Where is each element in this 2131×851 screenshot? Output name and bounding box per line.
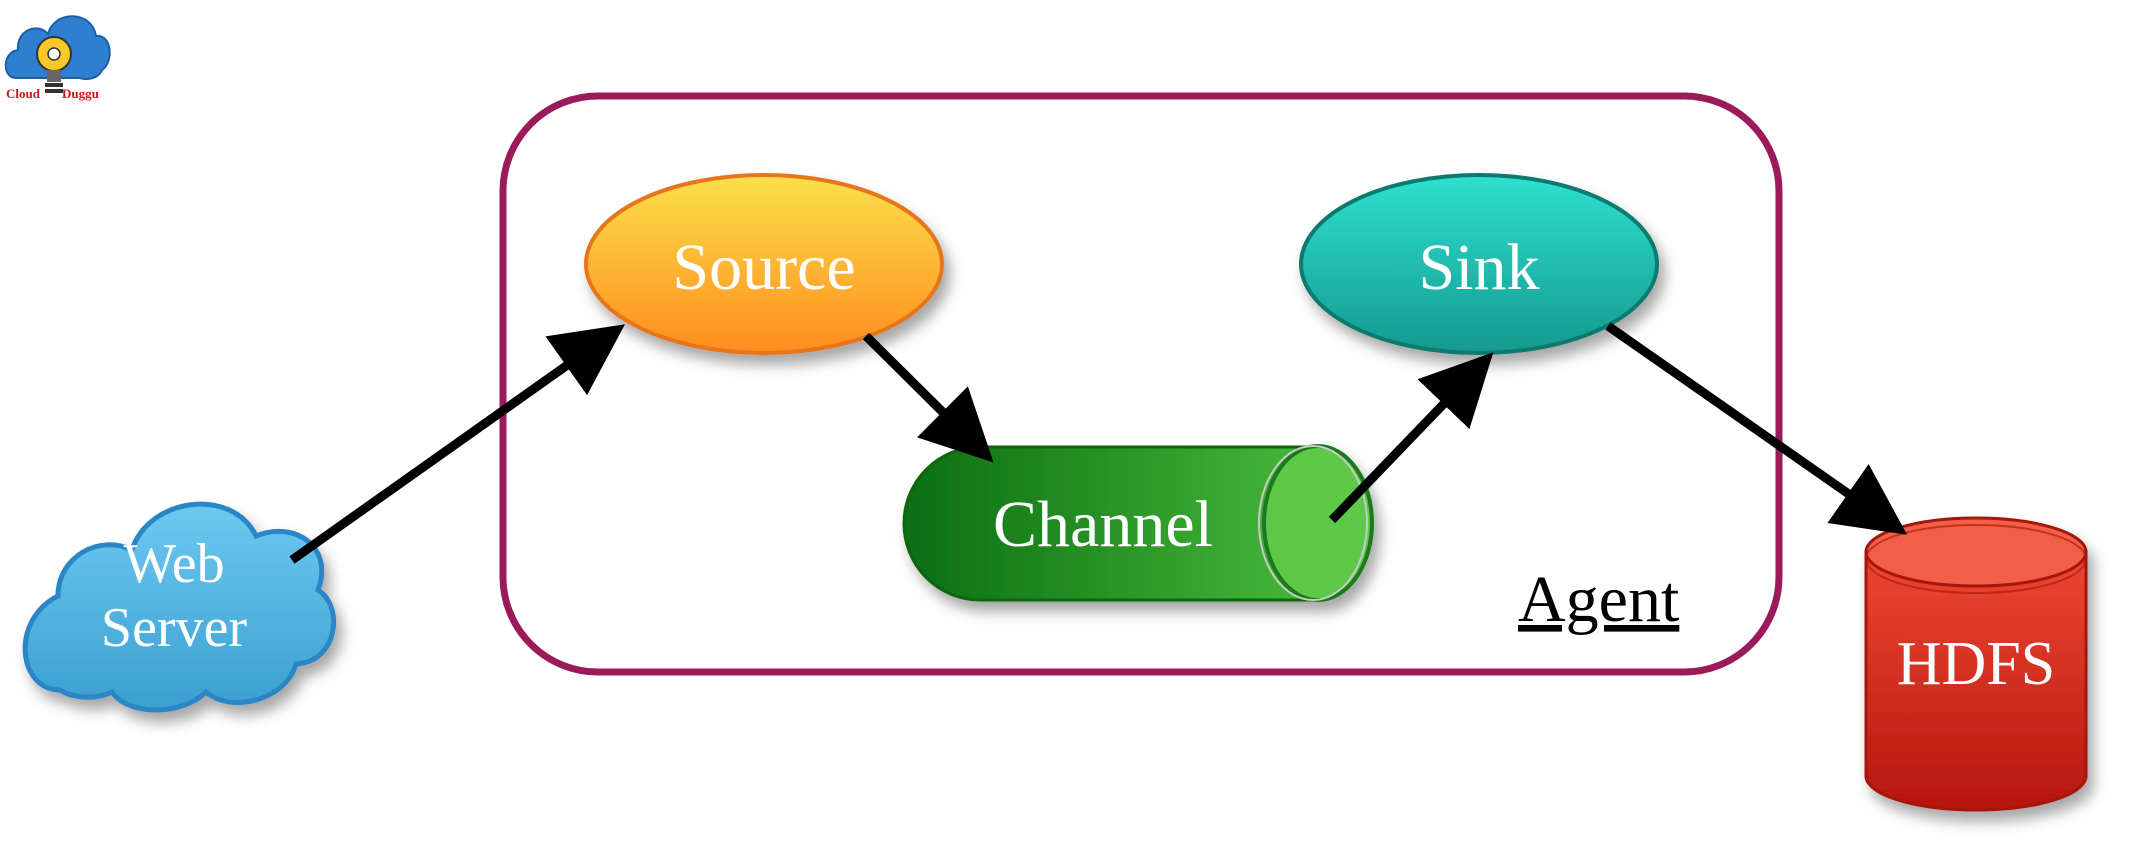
agent-boundary (499, 92, 1783, 676)
hdfs-node (1864, 516, 2088, 812)
web-server-cloud-icon (22, 501, 337, 713)
web-server-label-line1: Web (123, 533, 224, 595)
sink-label: Sink (1418, 231, 1539, 304)
source-node (584, 173, 944, 355)
arrow-sink-to-hdfs (1605, 322, 1908, 535)
hdfs-label: HDFS (1897, 630, 2056, 698)
logo-text-left: Cloud (6, 86, 41, 101)
source-label: Source (672, 231, 855, 304)
channel-end-cap (1262, 444, 1374, 602)
arrow-channel-to-sink (1328, 352, 1494, 524)
agent-label: Agent (1518, 563, 1679, 636)
hdfs-body (1864, 550, 2088, 812)
channel-label: Channel (993, 488, 1213, 561)
hdfs-top-cap (1864, 516, 2088, 588)
web-server-label-line2: Server (101, 597, 248, 659)
web-server-cloud (22, 501, 337, 713)
logo-text-right: Duggu (62, 86, 99, 101)
arrow-source-to-channel (862, 332, 994, 463)
cloudduggu-logo: Cloud Duggu (4, 15, 111, 101)
arrow-webserver-to-source (289, 324, 626, 564)
